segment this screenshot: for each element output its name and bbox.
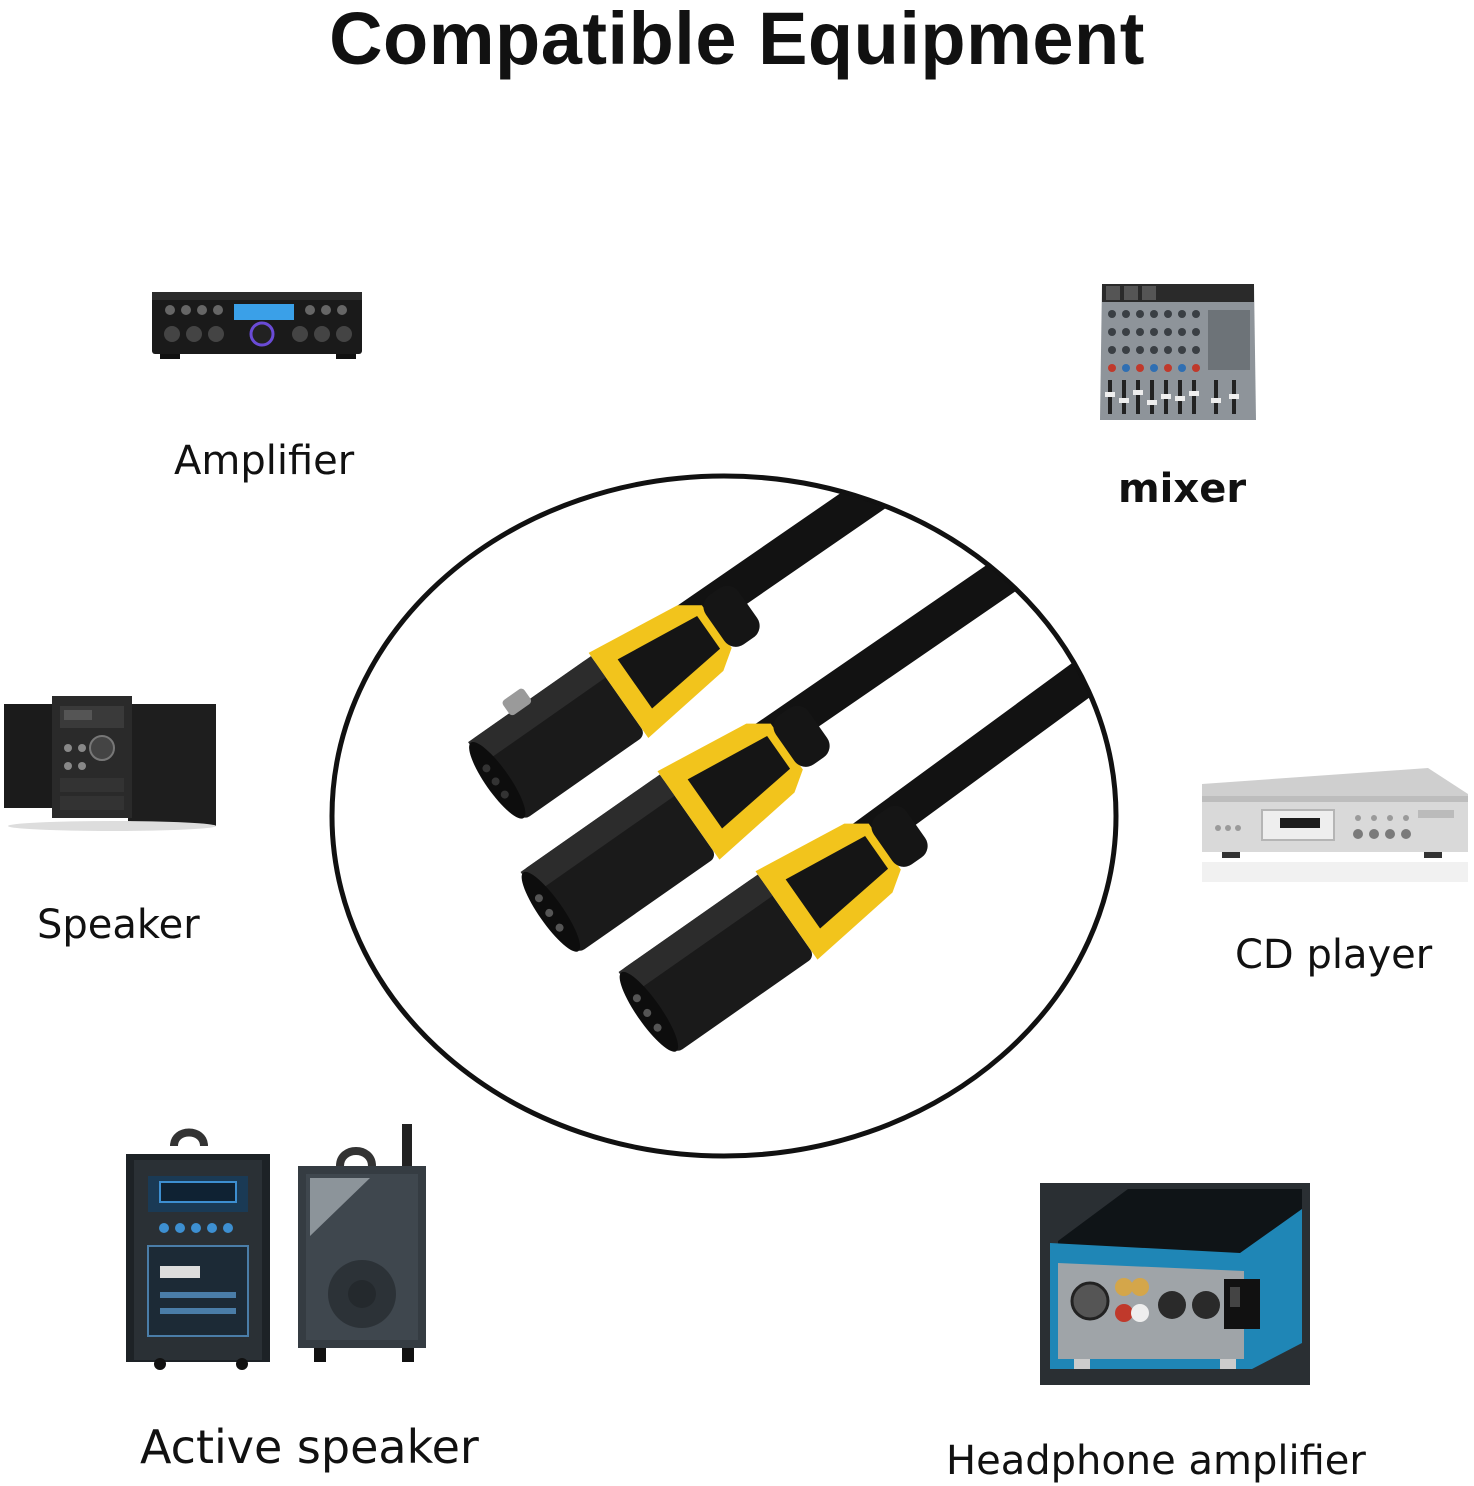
active-speaker-icon: [126, 1124, 426, 1370]
equipment-label-headphone-amplifier: Headphone amplifier: [946, 1438, 1366, 1484]
equipment-label-speaker: Speaker: [37, 902, 200, 948]
page-title: Compatible Equipment: [329, 0, 1145, 80]
equipment-label-cd-player: CD player: [1235, 932, 1433, 978]
amplifier-icon: [152, 292, 362, 359]
equipment-label-amplifier: Amplifier: [174, 438, 355, 484]
cd-player-icon: [1202, 768, 1468, 882]
equipment-label-active-speaker: Active speaker: [140, 1420, 479, 1474]
speaker-icon: [4, 696, 216, 831]
headphone-amplifier-icon: [1040, 1183, 1310, 1385]
mixer-icon: [1100, 284, 1256, 420]
xlr-cable-icon: [329, 473, 1119, 1159]
equipment-label-mixer: mixer: [1118, 466, 1247, 512]
